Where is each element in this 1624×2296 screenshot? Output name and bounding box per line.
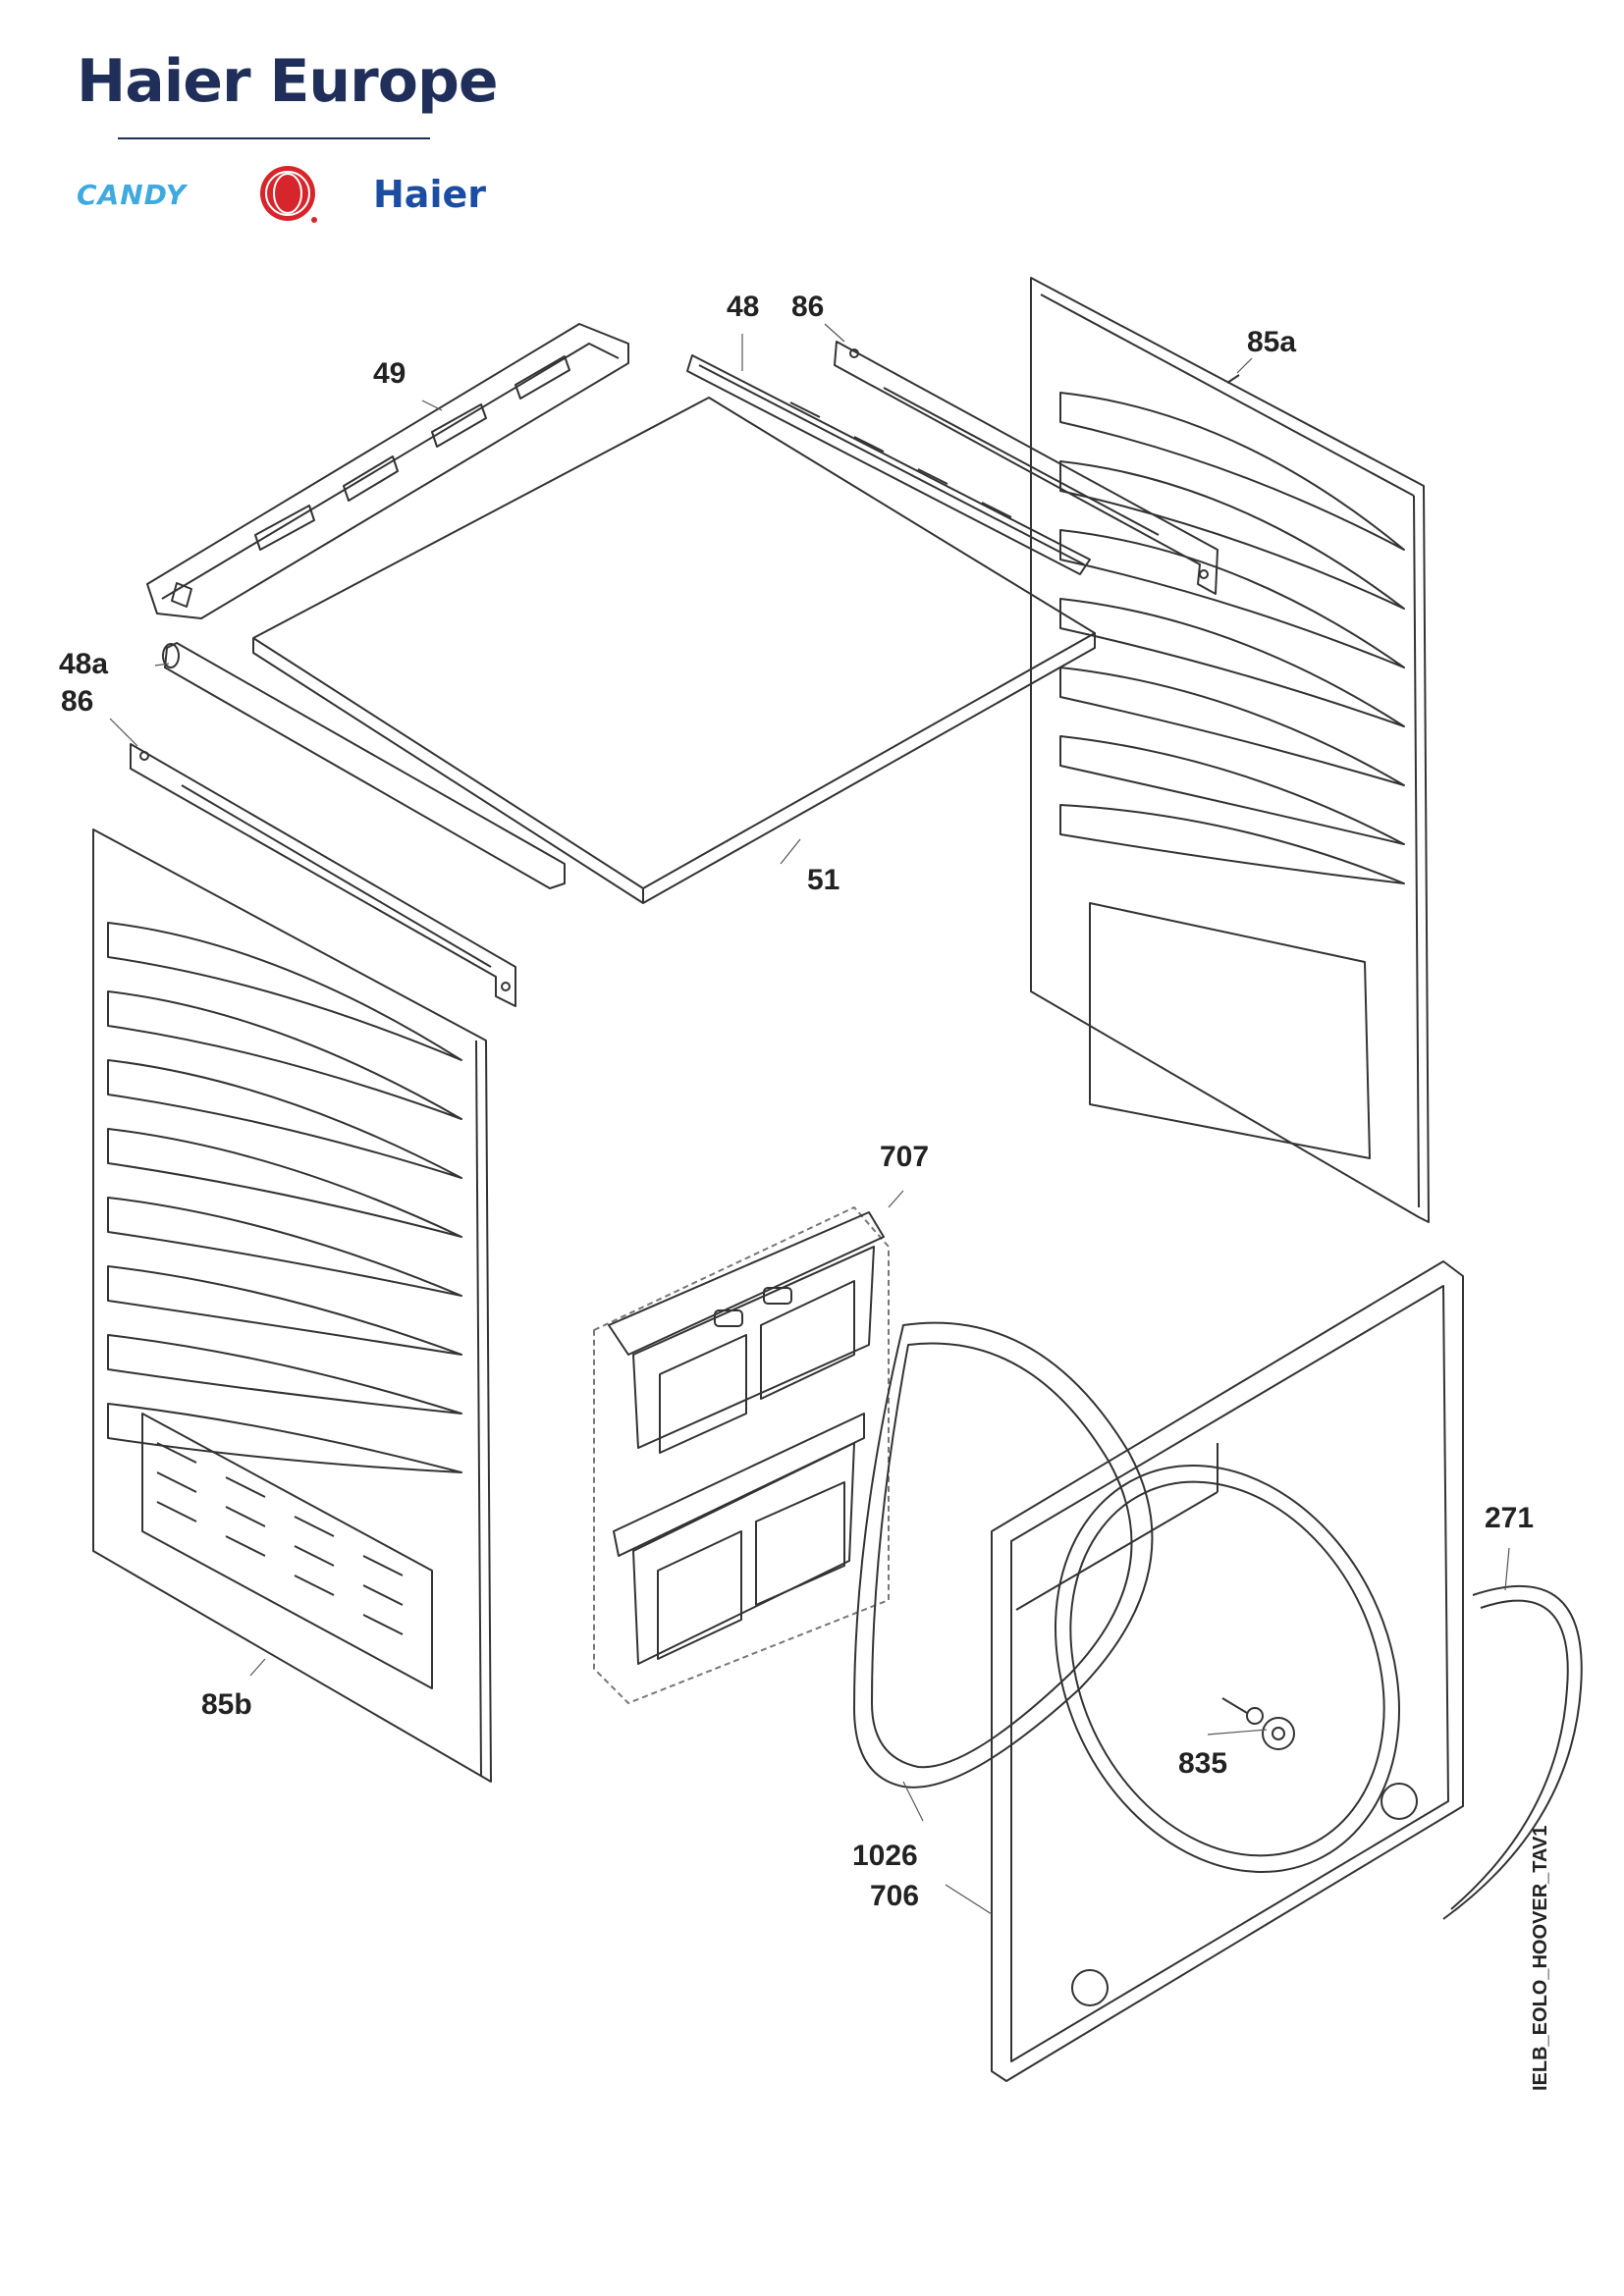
- page-title: Haier Europe: [77, 47, 499, 116]
- callout-706: 706: [870, 1880, 920, 1912]
- callout-271: 271: [1485, 1502, 1535, 1534]
- callout-707: 707: [880, 1141, 930, 1173]
- hoover-logo: [260, 166, 317, 223]
- callout-85b: 85b: [201, 1688, 252, 1721]
- part-706-front-frame: [991, 1260, 1464, 2082]
- callout-1026: 1026: [852, 1840, 918, 1872]
- callout-85a: 85a: [1247, 326, 1297, 358]
- callout-86-top: 86: [791, 291, 825, 323]
- part-85a-right-side-panel: [1030, 277, 1430, 1223]
- callout-48a: 48a: [59, 648, 109, 680]
- part-1026-gasket: [853, 1321, 1154, 1789]
- part-85b-left-side-panel: [92, 828, 492, 1783]
- part-48-rear-rail: [686, 354, 1091, 575]
- callout-86-left: 86: [61, 685, 94, 718]
- part-835-bearing: [1221, 1697, 1295, 1750]
- leader-lines: [109, 323, 1510, 1915]
- part-49-top-front-rail: [146, 323, 629, 619]
- document-code: IELB_EOLO_HOOVER_TAV1: [1530, 1825, 1551, 2091]
- part-271-seal: [1442, 1585, 1583, 1920]
- part-51-top-panel: [252, 397, 1096, 904]
- part-48a-front-rail: [162, 642, 566, 889]
- candy-logo: CANDY: [77, 179, 187, 211]
- part-86-top-bracket: [834, 341, 1218, 595]
- part-86-left-bracket: [130, 743, 516, 1007]
- part-707-filter-assembly: [593, 1206, 890, 1704]
- title-divider: [118, 137, 430, 139]
- callout-51: 51: [807, 864, 840, 896]
- callout-49: 49: [373, 357, 406, 390]
- callout-48: 48: [727, 291, 760, 323]
- haier-logo: Haier: [373, 173, 486, 216]
- callout-835: 835: [1178, 1747, 1228, 1780]
